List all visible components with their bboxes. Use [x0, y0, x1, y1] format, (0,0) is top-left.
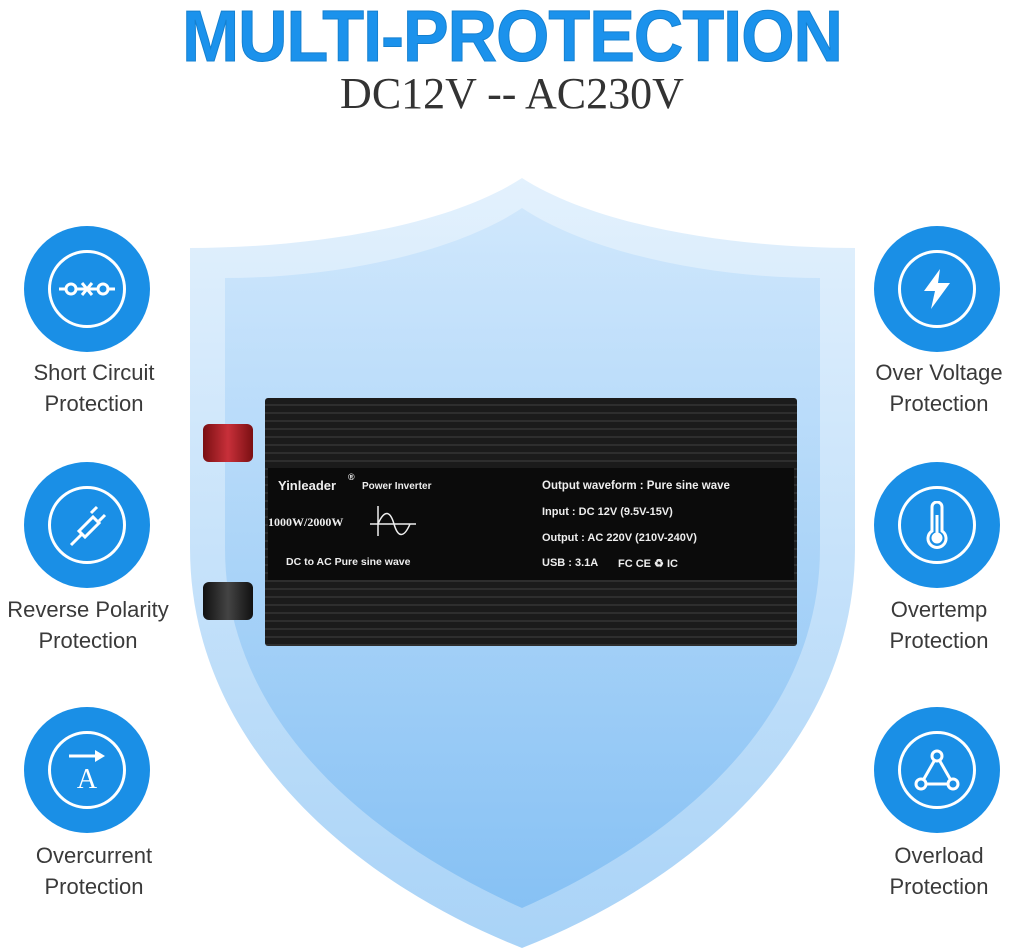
feature-subtitle: Protection	[889, 628, 989, 653]
feature-subtitle: Protection	[889, 391, 989, 416]
product-description: DC to AC Pure sine wave	[286, 556, 411, 568]
feature-title: Overcurrent	[35, 843, 153, 868]
waveform-spec: Output waveform : Pure sine wave	[542, 480, 730, 492]
feature-title: Reverse Polarity	[7, 597, 169, 622]
page-subtitle: DC12V -- AC230V	[340, 69, 684, 118]
positive-terminal	[203, 424, 253, 462]
feature-subtitle: Protection	[44, 874, 144, 899]
product-type: Power Inverter	[362, 481, 432, 492]
feature-title: Overtemp	[890, 597, 988, 622]
power-inverter-image: Yinleader ® Power Inverter 1000W/2000W D…	[203, 388, 797, 655]
overload-icon	[874, 707, 1000, 833]
svg-text:A: A	[77, 764, 98, 792]
usb-spec: USB : 3.1A	[542, 557, 599, 569]
inverter-label-panel: Yinleader ® Power Inverter 1000W/2000W D…	[268, 468, 794, 580]
feature-subtitle: Protection	[44, 391, 144, 416]
feature-subtitle: Protection	[38, 628, 138, 653]
registered-mark: ®	[348, 472, 355, 482]
power-rating: 1000W/2000W	[268, 515, 344, 529]
sine-wave-icon	[370, 506, 416, 536]
feature-title: Short Circuit	[33, 360, 155, 385]
current-icon: A	[24, 707, 150, 833]
negative-terminal	[203, 582, 253, 620]
lightning-icon	[874, 226, 1000, 352]
page-title: MULTI-PROTECTION	[182, 0, 844, 78]
certification-marks: FC CE ♻ IC	[618, 558, 678, 570]
feature-subtitle: Protection	[889, 874, 989, 899]
input-spec: Input : DC 12V (9.5V-15V)	[542, 506, 673, 518]
thermometer-icon	[874, 462, 1000, 588]
feature-title: Overload	[894, 843, 984, 868]
brand-name: Yinleader	[278, 478, 337, 493]
feature-title: Over Voltage	[875, 360, 1003, 385]
plug-icon	[24, 462, 150, 588]
short-circuit-icon	[24, 226, 150, 352]
output-spec: Output : AC 220V (210V-240V)	[542, 532, 697, 544]
